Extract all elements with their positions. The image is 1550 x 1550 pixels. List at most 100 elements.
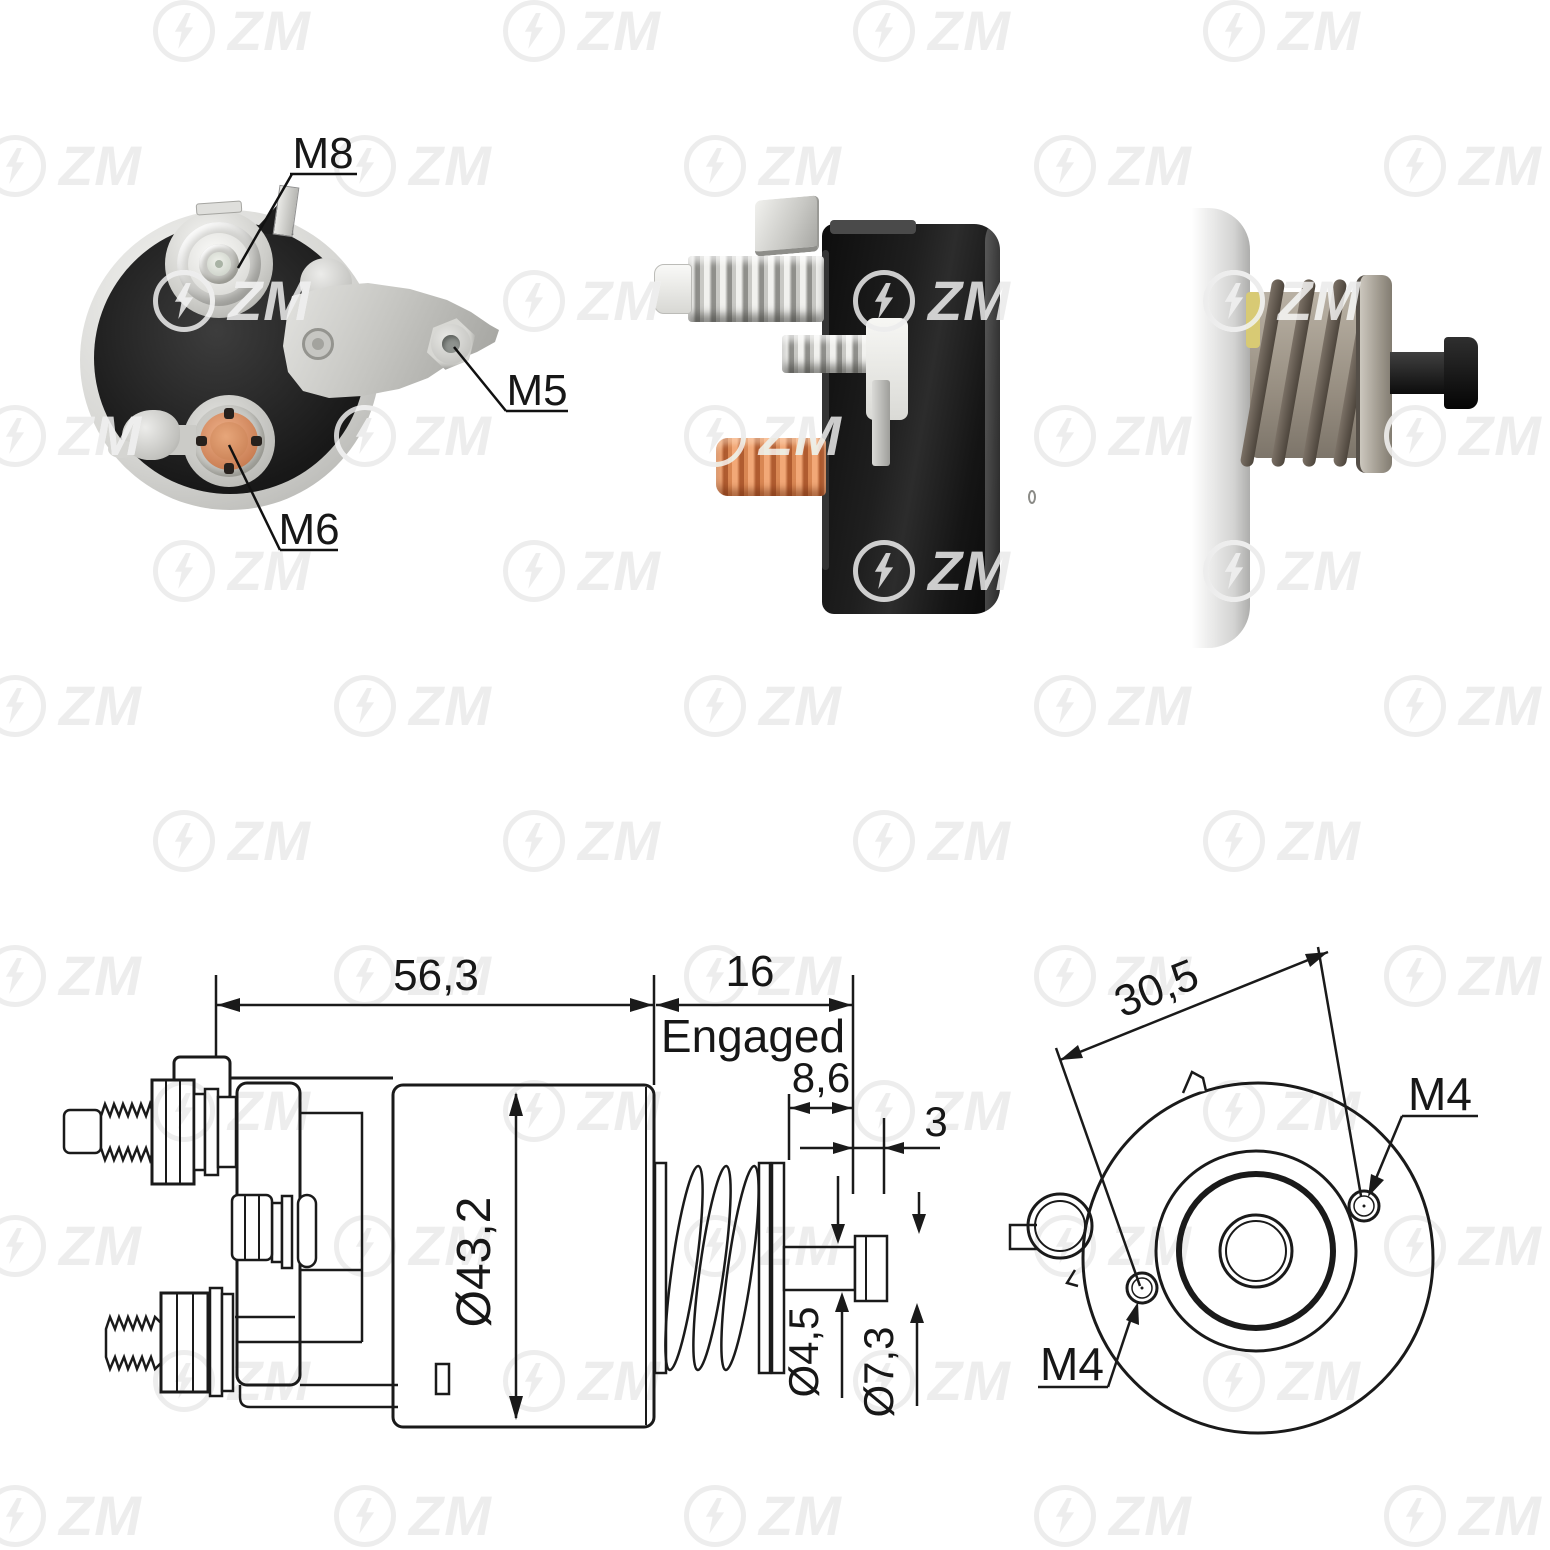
terminal-blade [872,380,890,466]
lightning-bolt-icon [705,1498,725,1534]
plunger-tip [1444,337,1478,409]
zm-logo-icon [1034,675,1096,737]
lightning-bolt-icon [705,148,725,184]
zm-watermark-text: ZM [409,674,492,737]
dim-pin-dia-text: Ø4,5 [780,1306,827,1397]
m6-notch-n [224,408,234,419]
front-lug-outer [1026,1192,1094,1260]
arrow [832,1102,852,1114]
dim-3-text: 3 [924,1098,947,1145]
mid-washer [280,1194,294,1270]
zm-watermark-text: ZM [578,0,661,62]
zm-watermark-text: ZM [1459,404,1500,467]
zm-logo-icon [1384,180,1446,197]
arrow [509,1092,523,1116]
m4-hole-lower-center [1140,1286,1144,1290]
zm-logo-icon [503,0,565,62]
spring-plate-left [653,1161,668,1375]
lightning-bolt-icon [874,13,894,49]
m4-hole-lower-thread [1131,1277,1153,1299]
lower-nut [159,1291,210,1394]
front-boss-ring [1176,1171,1336,1331]
lightning-bolt-icon [1055,1498,1075,1534]
zm-logo-icon [153,0,215,62]
lightning-bolt-icon [1055,148,1075,184]
zm-watermark: ZM [853,0,1011,62]
lightning-bolt-icon [1224,13,1244,49]
lightning-bolt-icon [524,823,544,859]
m4-hole-lower [1125,1271,1159,1305]
zm-logo-icon [684,180,746,197]
lightning-bolt-icon [524,13,544,49]
m5-label: M5 [506,366,567,415]
zm-watermark: ZM [684,675,842,680]
lightning-bolt-icon [355,1498,375,1534]
upper-stud-tip [654,264,692,314]
ext-line-upper [1316,946,1363,1197]
zm-watermark-text: ZM [578,269,661,332]
zm-watermark: ZM [650,540,661,602]
zm-watermark: ZM [503,0,661,62]
lightning-bolt-icon [1405,418,1425,454]
arrow [1305,952,1328,967]
bracket-rivet-center [312,338,324,350]
m4-hole-upper [1347,1189,1381,1223]
m4-lower-leader [1106,1311,1135,1388]
mount-tab [755,195,819,257]
zm-watermark: ZM [1034,1485,1192,1547]
upper-nut [150,1078,196,1186]
m6-notch-s [224,463,234,474]
zm-logo-icon [853,810,915,872]
zm-logo-icon [0,675,46,737]
spring-coil [664,1164,704,1372]
arrow [656,998,679,1012]
zm-watermark-text: ZM [578,809,661,872]
arrow [829,998,852,1012]
lower-washer [220,1292,235,1393]
zm-logo-icon [1384,1485,1446,1547]
zm-logo-icon [1203,810,1265,872]
dim-line-30-5 [1059,950,1329,1062]
lightning-bolt-icon [1405,688,1425,724]
arrow [912,1214,926,1234]
m6-label: M6 [278,505,339,554]
lightning-bolt-icon [1055,180,1075,184]
cap-edge-highlight [822,250,829,570]
dim-body-dia-text: Ø43,2 [448,1197,501,1328]
front-bore-outer [1218,1213,1294,1289]
plunger-rod-outline [782,1245,857,1292]
zm-watermark: ZM [503,810,661,872]
arrow [833,1142,853,1154]
upper-washer [216,1095,238,1169]
arrow [835,1292,849,1312]
m6-copper-inner [210,422,248,460]
zm-watermark-text: ZM [1109,674,1192,737]
copper-stud-thread [716,438,826,496]
lightning-bolt-icon [874,823,894,859]
zm-logo-icon [1034,675,1096,680]
rear-view-photo: ZMZMZMZMZMZMZMZMZMZMZMZMZMZMZMZMZMZMZMZM… [60,130,590,620]
zm-watermark-text: ZM [1109,678,1192,681]
front-lug-inner [1034,1200,1086,1252]
lightning-bolt-icon [5,688,25,724]
zm-watermark: ZM [1034,180,1192,197]
zm-logo-icon [1384,675,1446,737]
side-view-photo: ZMZMZMZMZMZMZMZMZMZMZMZMZMZMZMZMZMZMZMZM… [650,180,1500,680]
zm-logo-icon [153,810,215,872]
zm-watermark-text: ZM [1459,180,1500,194]
lightning-bolt-icon [5,1228,25,1264]
arrow [217,998,240,1012]
zm-watermark: ZM [1034,675,1192,680]
lightning-bolt-icon [1224,823,1244,859]
zm-watermark: ZM [684,180,842,197]
zm-watermark-text: ZM [650,543,661,599]
arrow [831,1224,845,1244]
small-screw-thread [782,335,882,373]
lightning-bolt-icon [1405,180,1425,184]
zm-watermark: ZM [1384,180,1500,197]
mid-nut [230,1193,274,1262]
zm-watermark-text: ZM [1278,809,1361,872]
cap-body [822,224,1000,614]
arrow [884,1142,904,1154]
